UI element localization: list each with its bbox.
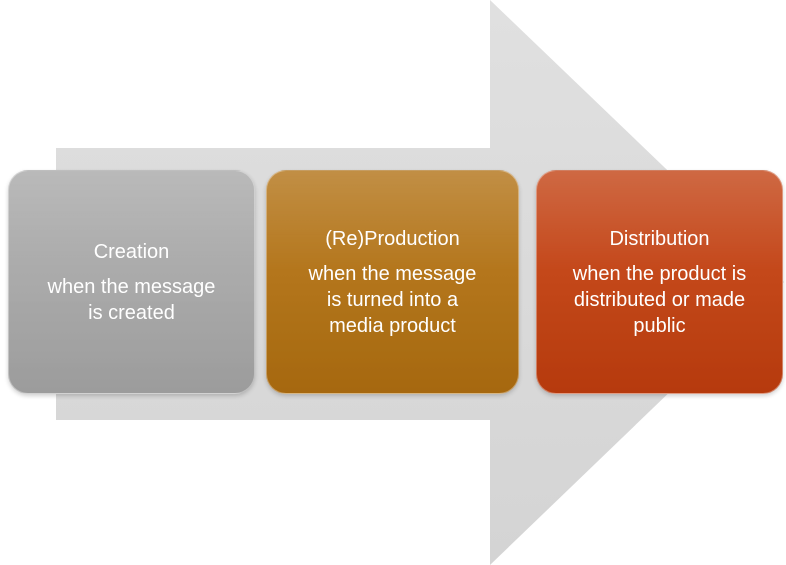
step-description: when the product is distributed or made … — [572, 262, 747, 337]
step-description: when the message is created — [47, 275, 216, 324]
step-description: when the message is turned into a media … — [308, 262, 477, 337]
step-reproduction: (Re)Production when the message is turne… — [266, 170, 519, 394]
step-title: Distribution — [609, 227, 710, 250]
step-creation: Creation when the message is created — [8, 170, 255, 394]
step-distribution: Distribution when the product is distrib… — [536, 170, 783, 394]
step-title: Creation — [93, 240, 170, 263]
step-title: (Re)Production — [325, 227, 460, 250]
